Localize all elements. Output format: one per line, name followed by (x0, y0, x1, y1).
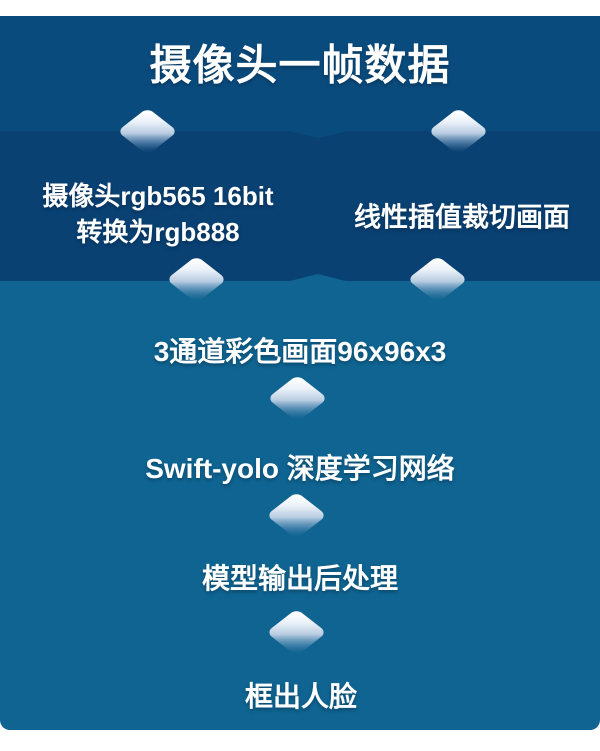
flow-node-draw-face-box: 框出人脸 (244, 681, 358, 712)
banner-section-middle (0, 131, 600, 281)
banner-section-top (0, 16, 600, 131)
diamond-arrow-down-icon (117, 108, 177, 155)
flow-node-label-line1: 摄像头rgb565 16bit (42, 181, 274, 211)
diamond-arrow-down-icon (266, 609, 326, 656)
flow-node-model-postprocess: 模型输出后处理 (201, 563, 399, 594)
diamond-arrow-down-icon (166, 256, 226, 303)
flow-node-label-line2: 转换为rgb888 (76, 217, 240, 247)
page-title: 摄像头一帧数据 (149, 41, 451, 89)
flow-node-swift-yolo-network: Swift-yolo 深度学习网络 (145, 453, 455, 484)
flow-node-rgb565-to-rgb888: 摄像头rgb565 16bit 转换为rgb888 (42, 178, 273, 250)
diamond-arrow-down-icon (267, 375, 327, 422)
flow-node-linear-interpolation-crop: 线性插值裁切画面 (354, 202, 570, 233)
flow-node-3channel-image: 3通道彩色画面96x96x3 (153, 336, 447, 367)
diamond-arrow-down-icon (266, 492, 326, 539)
diamond-arrow-down-icon (428, 108, 488, 155)
section-boundary-chevron-down (289, 131, 347, 138)
diamond-arrow-down-icon (407, 256, 467, 303)
section-boundary-chevron-up (290, 274, 346, 281)
